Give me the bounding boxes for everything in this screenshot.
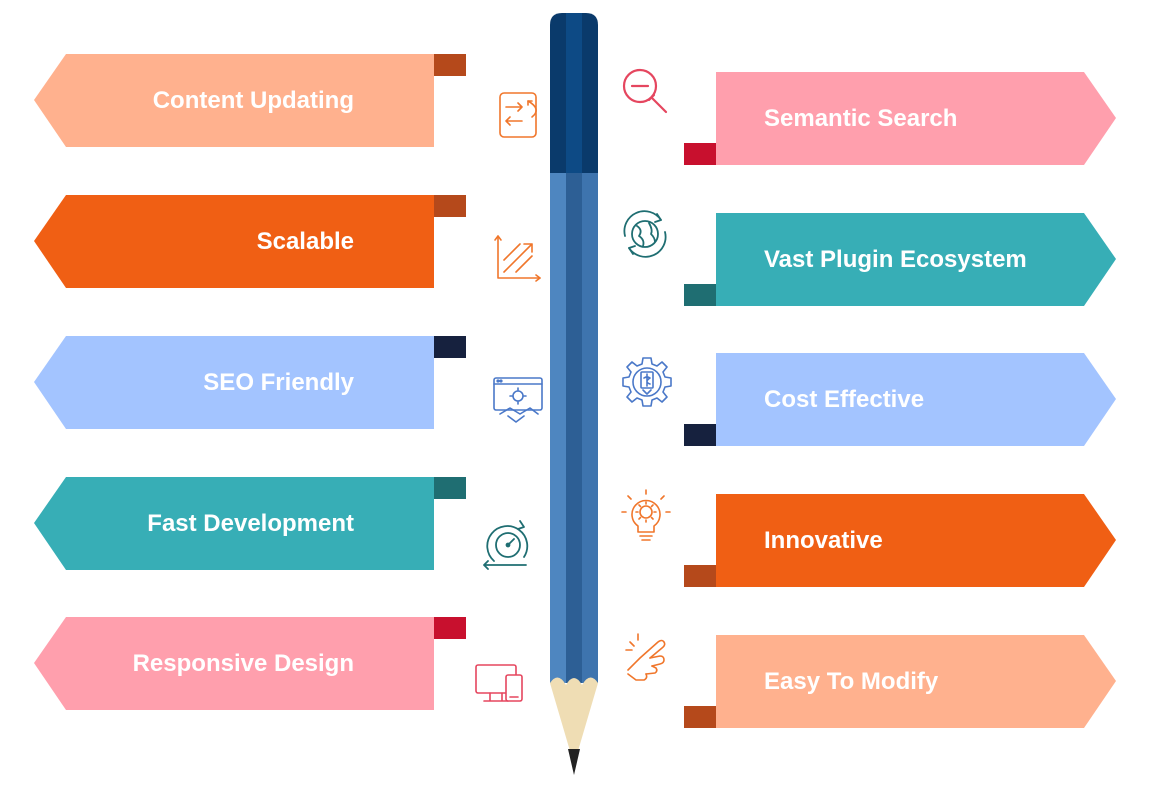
- ribbon-label: Cost Effective: [764, 386, 925, 413]
- ribbon-label: Vast Plugin Ecosystem: [764, 246, 1027, 273]
- left-ribbon-responsive-design: Responsive Design: [34, 617, 474, 712]
- pencil-illustration: [550, 13, 598, 775]
- growth-chart-icon: [490, 230, 546, 286]
- right-ribbon-cost-effective: Cost Effective: [684, 353, 1124, 448]
- ribbon-label: Responsive Design: [132, 650, 354, 677]
- ribbon-label: Scalable: [256, 228, 354, 255]
- left-ribbon-fast-development: Fast Development: [34, 477, 474, 572]
- lightbulb-gear-icon: [618, 488, 674, 544]
- zoom-out-search-icon: [618, 64, 674, 120]
- ribbon-label: SEO Friendly: [203, 369, 354, 396]
- ribbon-label: Semantic Search: [764, 105, 958, 132]
- speedometer-icon: [480, 517, 536, 573]
- hand-tap-icon: [620, 630, 676, 686]
- ribbon-label: Content Updating: [152, 87, 354, 114]
- left-ribbon-scalable: Scalable: [34, 195, 474, 290]
- ribbon-label: Fast Development: [147, 510, 354, 537]
- right-ribbon-semantic-search: Semantic Search: [684, 72, 1124, 167]
- left-ribbon-seo-friendly: SEO Friendly: [34, 336, 474, 431]
- globe-cycle-icon: [617, 206, 673, 262]
- left-ribbon-content-updating: Content Updating: [34, 54, 474, 149]
- ribbon-label: Innovative: [764, 527, 883, 554]
- document-swap-icon: [492, 87, 548, 143]
- right-ribbon-vast-plugin-ecosystem: Vast Plugin Ecosystem: [684, 213, 1124, 308]
- right-ribbon-easy-to-modify: Easy To Modify: [684, 635, 1124, 730]
- ribbon-label: Easy To Modify: [764, 668, 939, 695]
- seo-handshake-icon: [490, 372, 546, 428]
- devices-icon: [472, 655, 528, 711]
- right-ribbon-innovative: Innovative: [684, 494, 1124, 589]
- dollar-gear-icon: [619, 354, 675, 410]
